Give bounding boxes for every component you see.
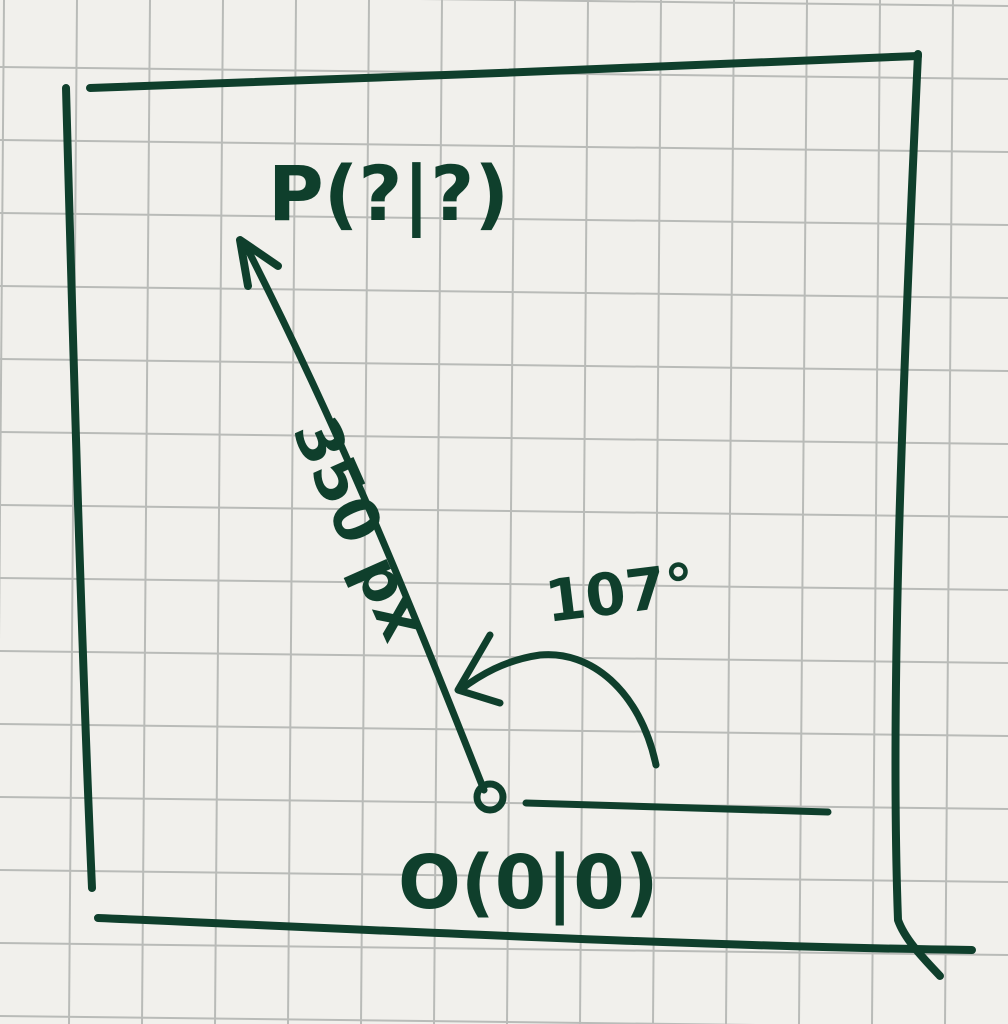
grid-line-vertical bbox=[141, 0, 151, 1024]
grid-line-vertical bbox=[68, 0, 78, 1024]
vector-arrowhead bbox=[236, 236, 282, 290]
grid-line-horizontal bbox=[0, 431, 1008, 445]
label-origin: O(0|0) bbox=[398, 840, 659, 926]
grid-line-horizontal bbox=[0, 358, 1008, 372]
grid-line-vertical bbox=[871, 0, 881, 1024]
angle-arc-arrowhead bbox=[454, 631, 504, 707]
grid-line-horizontal bbox=[419, 0, 1008, 7]
grid-line-horizontal bbox=[0, 285, 1008, 299]
reference-line bbox=[522, 799, 832, 816]
grid-line-vertical bbox=[944, 0, 954, 1024]
origin-point bbox=[473, 780, 507, 814]
grid-line-horizontal bbox=[0, 650, 1008, 664]
grid-line-horizontal bbox=[0, 139, 1008, 153]
frame-top-edge bbox=[86, 52, 922, 92]
grid-line-vertical bbox=[0, 0, 5, 641]
grid-line-vertical bbox=[798, 0, 808, 1024]
grid-line-vertical bbox=[433, 0, 443, 1024]
grid-line-horizontal bbox=[0, 869, 1008, 883]
grid-line-horizontal bbox=[0, 723, 1008, 737]
vector-op bbox=[236, 236, 488, 794]
frame-left-edge bbox=[62, 84, 96, 892]
grid-line-horizontal bbox=[0, 1015, 757, 1024]
grid-line-vertical bbox=[214, 0, 224, 1024]
frame-right-edge bbox=[891, 50, 944, 980]
grid-line-horizontal bbox=[0, 577, 1008, 591]
grid-line-horizontal bbox=[0, 212, 1008, 226]
label-point-p: P(?|?) bbox=[268, 149, 509, 239]
frame-bottom-edge bbox=[94, 914, 976, 954]
grid-line-vertical bbox=[287, 0, 297, 1024]
grid-line-vertical bbox=[725, 0, 735, 1024]
vector-line bbox=[242, 242, 488, 794]
angle-arc bbox=[454, 631, 660, 769]
grid-line-vertical bbox=[360, 0, 370, 1024]
grid-line-horizontal bbox=[0, 504, 1008, 518]
frame bbox=[62, 50, 976, 980]
angle-arc-curve bbox=[456, 651, 660, 769]
grid-line-horizontal bbox=[0, 942, 1008, 956]
